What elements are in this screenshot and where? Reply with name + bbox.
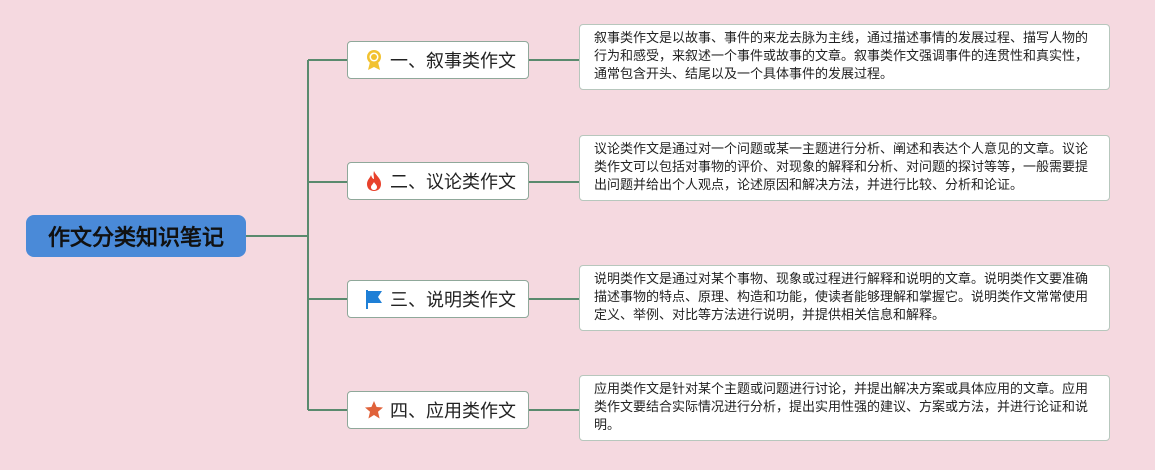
award-ribbon-icon: [364, 49, 384, 71]
root-title: 作文分类知识笔记: [47, 226, 224, 251]
fire-icon: [364, 170, 384, 192]
description-text: 应用类作文是针对某个主题或问题进行讨论，并提出解决方案或具体应用的文章。应用类作…: [594, 382, 1089, 433]
branch-label: 四、应用类作文: [390, 401, 516, 422]
flag-icon: [364, 288, 384, 310]
star-icon: [364, 399, 384, 421]
description-text: 议论类作文是通过对一个问题或某一主题进行分析、阐述和表达个人意见的文章。议论类作…: [594, 142, 1089, 193]
description-applied: 应用类作文是针对某个主题或问题进行讨论，并提出解决方案或具体应用的文章。应用类作…: [579, 375, 1110, 441]
branch-label: 一、叙事类作文: [390, 51, 516, 72]
branch-label: 二、议论类作文: [390, 172, 516, 193]
root-node[interactable]: 作文分类知识笔记: [26, 215, 246, 257]
branch-node-expository[interactable]: 三、说明类作文: [347, 280, 529, 318]
description-argumentative: 议论类作文是通过对一个问题或某一主题进行分析、阐述和表达个人意见的文章。议论类作…: [579, 135, 1110, 201]
branch-label: 三、说明类作文: [390, 290, 516, 311]
branch-node-narrative[interactable]: 一、叙事类作文: [347, 41, 529, 79]
description-text: 叙事类作文是以故事、事件的来龙去脉为主线，通过描述事情的发展过程、描写人物的行为…: [594, 31, 1089, 82]
description-narrative: 叙事类作文是以故事、事件的来龙去脉为主线，通过描述事情的发展过程、描写人物的行为…: [579, 24, 1110, 90]
description-text: 说明类作文是通过对某个事物、现象或过程进行解释和说明的文章。说明类作文要准确描述…: [594, 272, 1089, 323]
description-expository: 说明类作文是通过对某个事物、现象或过程进行解释和说明的文章。说明类作文要准确描述…: [579, 265, 1110, 331]
branch-node-applied[interactable]: 四、应用类作文: [347, 391, 529, 429]
branch-node-argumentative[interactable]: 二、议论类作文: [347, 162, 529, 200]
